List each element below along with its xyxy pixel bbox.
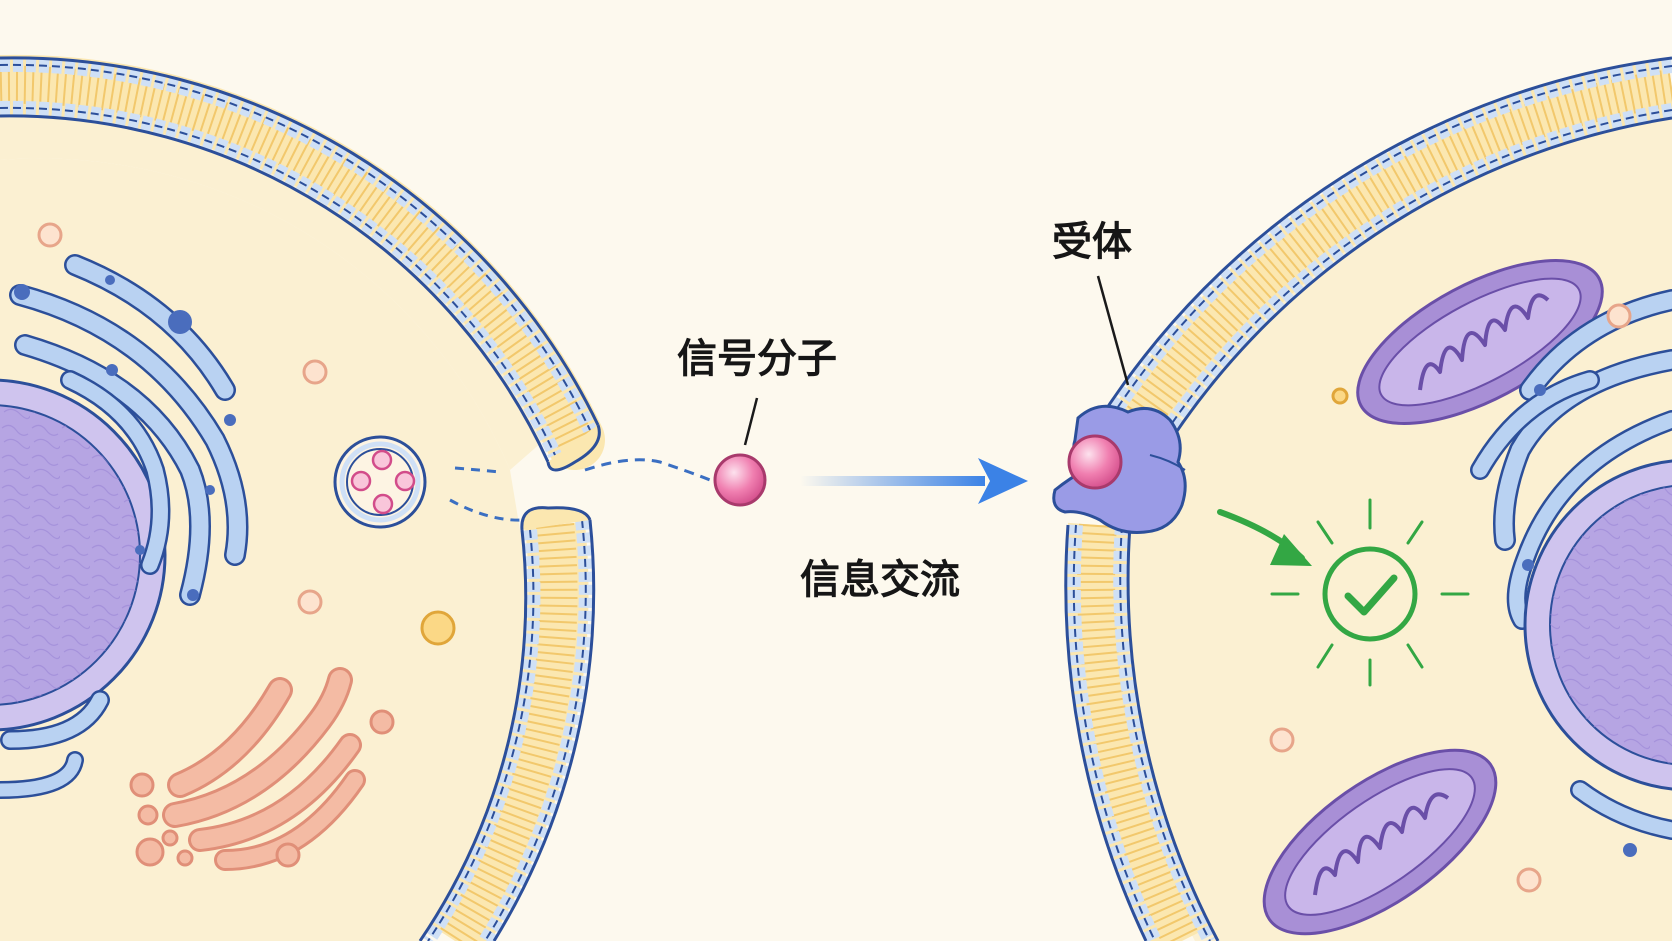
secretory-vesicle bbox=[333, 435, 427, 529]
left-cell-membrane-lower bbox=[418, 506, 596, 941]
right-endoplasmic-reticulum bbox=[1470, 289, 1672, 857]
release-path-upper bbox=[454, 466, 501, 474]
information-exchange-label: 信息交流 bbox=[800, 557, 960, 603]
left-nucleus bbox=[0, 378, 167, 732]
arrow-right-icon bbox=[800, 458, 1028, 504]
receptor-leader-line bbox=[1096, 275, 1130, 386]
left-cell bbox=[0, 54, 605, 941]
checkmark-circle-icon bbox=[1270, 498, 1470, 687]
signal-molecule bbox=[713, 453, 767, 507]
release-path-lower bbox=[449, 498, 526, 522]
left-endoplasmic-reticulum bbox=[0, 254, 249, 799]
right-cell-membrane bbox=[1064, 56, 1672, 941]
signal-path bbox=[584, 458, 711, 482]
receptor-label: 受体 bbox=[1052, 219, 1132, 265]
signal-molecule-label: 信号分子 bbox=[677, 336, 837, 382]
right-mitochondrion-lower bbox=[1262, 748, 1498, 936]
right-cell bbox=[1052, 56, 1672, 941]
right-nucleus bbox=[1523, 459, 1672, 791]
left-cell-membrane-upper bbox=[0, 54, 605, 472]
right-mitochondrion-upper bbox=[1356, 259, 1604, 425]
left-golgi-apparatus bbox=[129, 667, 395, 871]
bound-signal-molecule bbox=[1067, 434, 1123, 490]
right-cell-vesicles bbox=[1269, 303, 1632, 893]
left-cell-vesicles bbox=[37, 222, 456, 646]
signal-molecule-leader-line bbox=[743, 397, 759, 446]
response-arrow bbox=[1217, 509, 1312, 566]
